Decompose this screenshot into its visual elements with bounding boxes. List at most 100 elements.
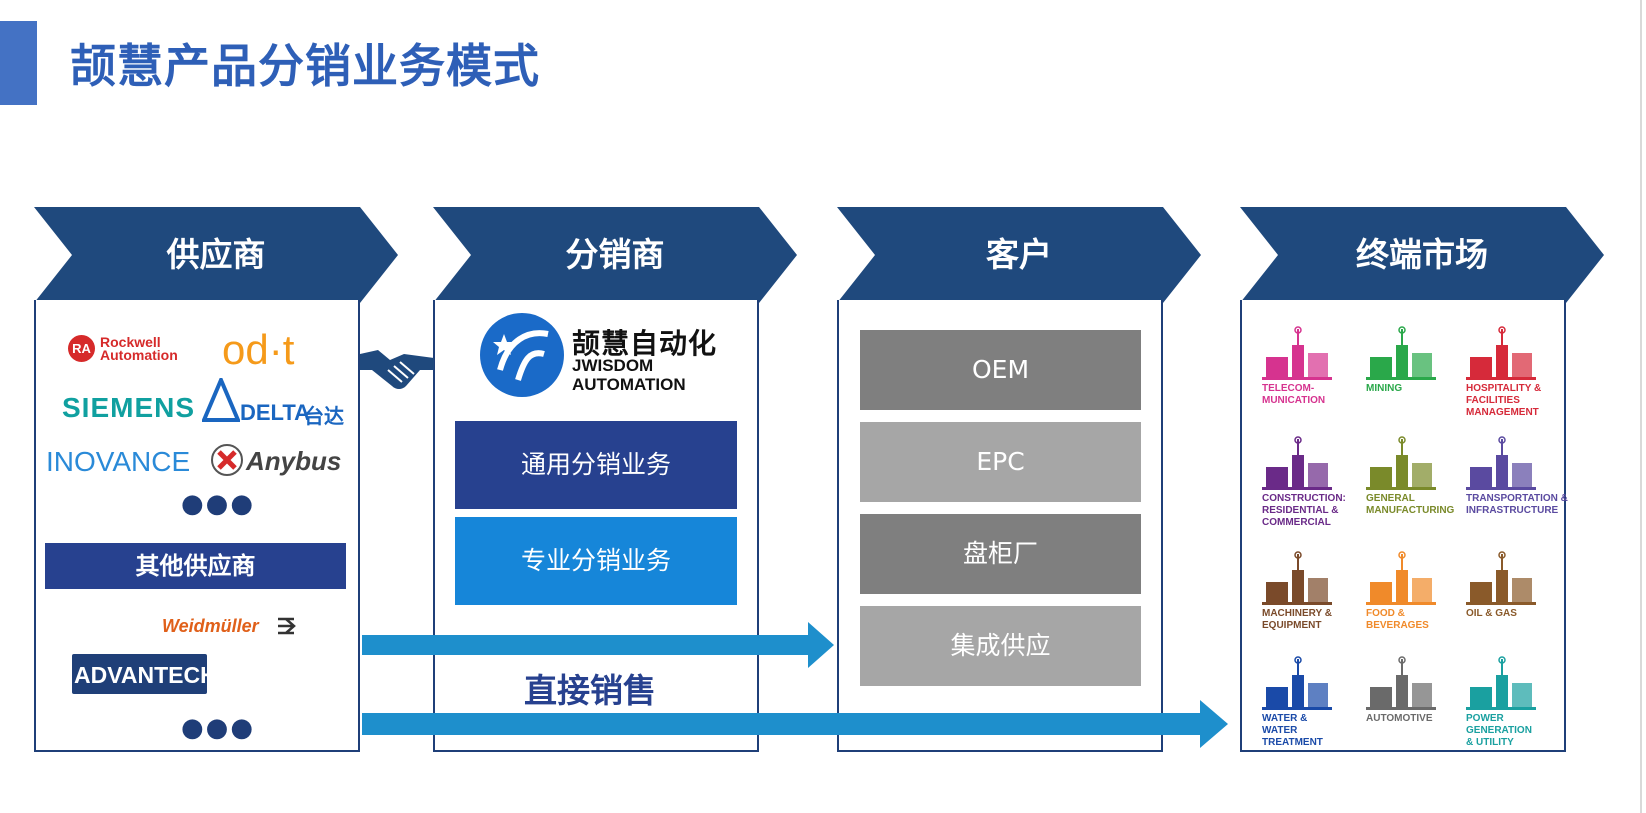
mining-icon-part <box>1370 357 1392 377</box>
header-customers-label: 客户 <box>986 235 1052 274</box>
automotive-icon-part <box>1412 683 1432 707</box>
header-customers: 客户 <box>837 207 1201 303</box>
rockwell-name-line1: Rockwell <box>100 334 161 350</box>
customer-integrated-supply: 集成供应 <box>860 606 1141 686</box>
machinery-icon-part <box>1294 551 1302 559</box>
oil-gas-icon-part <box>1512 578 1532 602</box>
right-divider <box>1640 0 1642 813</box>
automotive-icon-part <box>1370 687 1392 707</box>
customer-oem: OEM <box>860 330 1141 410</box>
food-icon-part <box>1366 602 1436 605</box>
customer-epc: EPC <box>860 422 1141 502</box>
delta-logo: DELTA <box>240 400 311 425</box>
power-icon-part <box>1466 707 1536 710</box>
handshake-icon <box>360 350 434 389</box>
more-suppliers-dots-2: ●●● <box>181 713 256 743</box>
chevron-shape <box>1240 207 1604 303</box>
water-icon <box>1262 656 1332 710</box>
construction-icon-part <box>1292 455 1304 487</box>
transportation-icon-part <box>1512 463 1532 487</box>
mining-icon <box>1366 326 1436 380</box>
water-icon-part <box>1262 707 1332 710</box>
weidmuller-logo: Weidmüller <box>162 616 259 636</box>
automotive-icon <box>1366 656 1436 710</box>
anybus-icon <box>211 444 243 476</box>
market-label-machinery: MACHINERY & EQUIPMENT <box>1262 608 1333 631</box>
rockwell-logo-badge: RA <box>68 335 95 362</box>
hospitality-icon-part <box>1512 353 1532 377</box>
market-label-transportation: TRANSPORTATION & INFRASTRUCTURE <box>1466 493 1568 516</box>
oil-gas-icon-part <box>1470 582 1492 602</box>
advantech-logo: ADVANTECH <box>74 662 217 688</box>
food-icon-part <box>1396 570 1408 602</box>
jwisdom-logo-en: JWISDOM AUTOMATION <box>572 356 686 394</box>
construction-icon-part <box>1294 436 1302 444</box>
machinery-icon-part <box>1266 582 1288 602</box>
delta-triangle-icon <box>202 378 240 422</box>
market-label-construction: CONSTRUCTION: RESIDENTIAL & COMMERCIAL <box>1262 493 1346 528</box>
power-icon <box>1466 656 1536 710</box>
telecom-icon-part <box>1308 353 1328 377</box>
mining-icon-part <box>1396 345 1408 377</box>
arrow-to-end-market <box>362 700 1228 748</box>
customer-panel-builder: 盘柜厂 <box>860 514 1141 594</box>
arrow-to-customers <box>362 622 834 668</box>
machinery-icon-part <box>1308 578 1328 602</box>
mining-icon-part <box>1366 377 1436 380</box>
oil-gas-icon-part <box>1466 602 1536 605</box>
food-icon-part <box>1412 578 1432 602</box>
transportation-icon-part <box>1470 467 1492 487</box>
anybus-logo: Anybus <box>246 446 342 476</box>
power-icon-part <box>1512 683 1532 707</box>
machinery-icon <box>1262 551 1332 605</box>
market-label-automotive: AUTOMOTIVE <box>1366 713 1433 724</box>
more-suppliers-dots: ●●● <box>181 489 256 519</box>
market-label-manufacturing: GENERAL MANUFACTURING <box>1366 493 1455 516</box>
manufacturing-icon-part <box>1396 455 1408 487</box>
power-icon-part <box>1498 656 1506 664</box>
construction-icon <box>1262 436 1332 490</box>
rockwell-logo: Rockwell Automation <box>100 334 178 363</box>
transportation-icon-part <box>1496 455 1508 487</box>
market-label-water: WATER & WATER TREATMENT <box>1262 713 1323 748</box>
machinery-icon-part <box>1292 570 1304 602</box>
delta-cn-logo: 台达 <box>304 404 344 428</box>
weidmuller-mark-icon <box>278 617 296 635</box>
power-icon-part <box>1470 687 1492 707</box>
header-suppliers-label: 供应商 <box>166 235 266 274</box>
machinery-icon-part <box>1262 602 1332 605</box>
food-icon-part <box>1398 551 1406 559</box>
manufacturing-icon-part <box>1366 487 1436 490</box>
title-accent-bar <box>0 21 37 105</box>
header-end-market-label: 终端市场 <box>1356 235 1488 274</box>
power-icon-part <box>1496 675 1508 707</box>
mining-icon-part <box>1398 326 1406 334</box>
hospitality-icon-part <box>1470 357 1492 377</box>
mining-icon-part <box>1412 353 1432 377</box>
header-distributor-label: 分销商 <box>565 235 665 274</box>
construction-icon-part <box>1262 487 1332 490</box>
jwisdom-logo-en-line2: AUTOMATION <box>572 375 686 394</box>
manufacturing-icon-part <box>1398 436 1406 444</box>
odot-logo: od·t <box>222 326 295 373</box>
manufacturing-icon-part <box>1370 467 1392 487</box>
jwisdom-logo-icon <box>480 313 564 397</box>
oil-gas-icon-part <box>1496 570 1508 602</box>
transportation-icon <box>1466 436 1536 490</box>
automotive-icon-part <box>1396 675 1408 707</box>
specialized-distribution-box: 专业分销业务 <box>455 517 737 605</box>
food-icon-part <box>1370 582 1392 602</box>
market-label-telecom: TELECOM- MUNICATION <box>1262 383 1326 406</box>
rockwell-name-line2: Automation <box>100 347 178 363</box>
market-label-oil-gas: OIL & GAS <box>1466 608 1517 619</box>
chevron-shape <box>34 207 398 303</box>
water-icon-part <box>1308 683 1328 707</box>
advantech-logo-bg <box>72 654 207 694</box>
construction-icon-part <box>1308 463 1328 487</box>
telecom-icon-part <box>1262 377 1332 380</box>
water-icon-part <box>1266 687 1288 707</box>
hospitality-icon-part <box>1498 326 1506 334</box>
chevron-shape <box>433 207 797 303</box>
food-icon <box>1366 551 1436 605</box>
page-title: 颉慧产品分销业务模式 <box>70 39 540 93</box>
